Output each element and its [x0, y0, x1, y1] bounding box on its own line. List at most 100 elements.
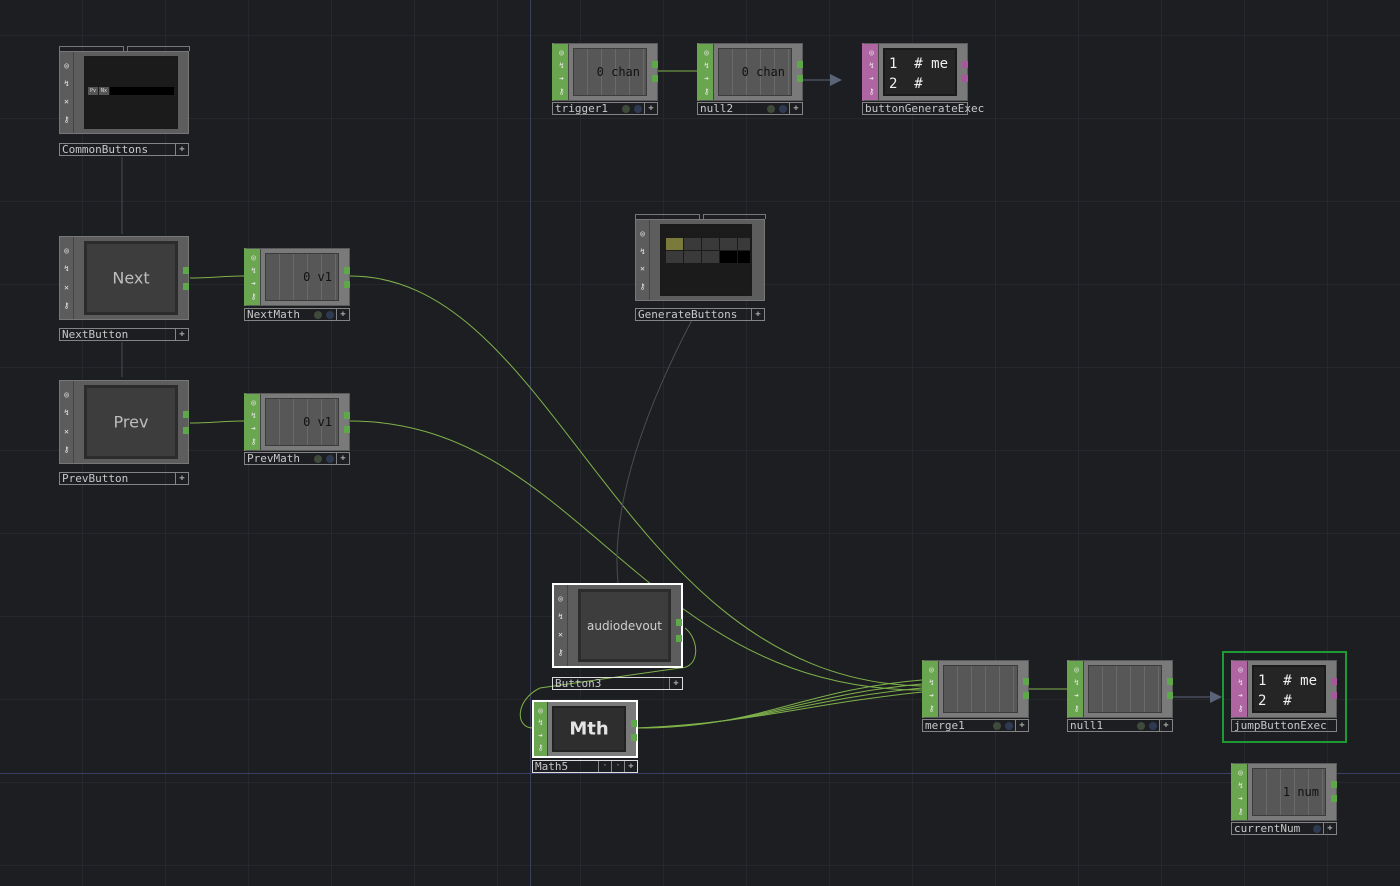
node-name[interactable]: jumpButtonExec [1234, 719, 1327, 732]
lock-flag-icon[interactable]: ⚷ [1237, 807, 1244, 816]
node-name[interactable]: NextButton [62, 328, 129, 341]
cook-flag-icon[interactable]: ↯ [1238, 781, 1243, 790]
output-connector[interactable] [962, 75, 968, 82]
node-currentnum[interactable]: ◎ ↯ ➔ ⚷ 1 num currentNum ✚ [1231, 763, 1337, 837]
node-math5[interactable]: ◎ ↯ ➔ ⚷ Mth Math5 · · ✚ [532, 700, 638, 774]
node-label[interactable]: buttonGenerateExec [862, 102, 984, 115]
node-name[interactable]: GenerateButtons [638, 308, 738, 321]
node-body[interactable]: ◎ ↯ ➔ ⚷ 0 chan [697, 43, 803, 101]
viewer-flag-icon[interactable]: ◎ [869, 48, 874, 57]
node-body[interactable]: ◎ ↯ ➔ ⚷ Mth [532, 700, 638, 758]
add-icon[interactable]: ✚ [644, 103, 657, 114]
lock-flag-icon[interactable]: ⚷ [63, 115, 70, 124]
add-icon[interactable]: ✚ [1015, 720, 1028, 731]
lock-flag-icon[interactable]: ⚷ [537, 743, 544, 753]
node-name[interactable]: NextMath [247, 308, 300, 321]
bypass-flag-icon[interactable]: ➔ [1074, 691, 1079, 700]
dot-icon[interactable] [326, 310, 334, 319]
lock-flag-icon[interactable]: ⚷ [250, 437, 257, 446]
output-connector[interactable] [344, 426, 350, 433]
dot-icon[interactable] [314, 454, 322, 463]
node-prevbutton[interactable]: ◎ ↯ ✕ ⚷ Prev PrevButton ✚ [59, 380, 189, 486]
bypass-flag-icon[interactable]: ➔ [929, 691, 934, 700]
bypass-flag-icon[interactable]: ➔ [869, 74, 874, 83]
output-connector[interactable] [1023, 678, 1029, 685]
node-body[interactable]: ◎ ↯ ✕ ⚷ audiodevout [552, 583, 683, 668]
lock-flag-icon[interactable]: ⚷ [63, 444, 70, 454]
cook-flag-icon[interactable]: ↯ [1238, 678, 1243, 687]
node-commonbuttons[interactable]: ◎ ↯ ✕ ⚷ Pv Nx CommonButtons ✚ [59, 46, 190, 157]
dot-icon[interactable] [767, 104, 775, 113]
bypass-flag-icon[interactable]: ✕ [64, 282, 69, 292]
viewer-flag-icon[interactable]: ◎ [64, 61, 69, 70]
cook-flag-icon[interactable]: ↯ [1074, 678, 1079, 687]
add-icon[interactable]: ✚ [336, 309, 349, 320]
node-generatebuttons[interactable]: ◎ ↯ ✕ ⚷ Gen [635, 214, 766, 322]
output-connector[interactable] [797, 61, 803, 68]
node-name[interactable]: CommonButtons [62, 143, 149, 156]
node-body[interactable]: ◎ ↯ ➔ ⚷ [922, 660, 1029, 718]
viewer-flag-icon[interactable]: ◎ [64, 390, 69, 400]
dot-icon[interactable] [1137, 721, 1145, 730]
node-label[interactable]: PrevButton ✚ [59, 472, 189, 485]
viewer-flag-icon[interactable]: ◎ [538, 705, 543, 715]
node-body[interactable]: ◎ ↯ ➔ ⚷ 1 # me 2 # [1231, 660, 1337, 718]
dot-icon[interactable]: · [611, 761, 624, 772]
output-connector[interactable] [183, 283, 189, 290]
output-connector[interactable] [676, 619, 682, 626]
node-body[interactable]: ◎ ↯ ➔ ⚷ [1067, 660, 1173, 718]
dot-icon[interactable] [314, 310, 322, 319]
node-label[interactable]: currentNum ✚ [1231, 822, 1337, 835]
viewer-flag-icon[interactable]: ◎ [251, 398, 256, 407]
dot-icon[interactable] [1149, 721, 1157, 730]
node-label[interactable]: trigger1 ✚ [552, 102, 658, 115]
node-name[interactable]: merge1 [925, 719, 965, 732]
node-label[interactable]: null1 ✚ [1067, 719, 1173, 732]
lock-flag-icon[interactable]: ⚷ [928, 704, 935, 713]
node-name[interactable]: currentNum [1234, 822, 1301, 835]
node-null2[interactable]: ◎ ↯ ➔ ⚷ 0 chan null2 ✚ [697, 43, 803, 117]
node-label[interactable]: PrevMath ✚ [244, 452, 350, 465]
node-body[interactable]: ◎ ↯ ➔ ⚷ 0 chan [552, 43, 658, 101]
bypass-flag-icon[interactable]: ➔ [538, 730, 543, 740]
lock-flag-icon[interactable]: ⚷ [639, 282, 646, 292]
node-body[interactable]: ◎ ↯ ➔ ⚷ 1 num [1231, 763, 1337, 821]
output-connector[interactable] [1331, 781, 1337, 788]
cook-flag-icon[interactable]: ↯ [251, 266, 256, 275]
lock-flag-icon[interactable]: ⚷ [703, 87, 710, 96]
dot-icon[interactable]: · [598, 761, 611, 772]
viewer-flag-icon[interactable]: ◎ [64, 246, 69, 256]
cook-flag-icon[interactable]: ↯ [929, 678, 934, 687]
node-body[interactable]: ◎ ↯ ➔ ⚷ 0 v1 [244, 393, 350, 451]
cook-flag-icon[interactable]: ↯ [64, 79, 69, 88]
cook-flag-icon[interactable]: ↯ [64, 408, 69, 418]
lock-flag-icon[interactable]: ⚷ [63, 300, 70, 310]
node-null1[interactable]: ◎ ↯ ➔ ⚷ null1 ✚ [1067, 660, 1173, 734]
cook-flag-icon[interactable]: ↯ [559, 61, 564, 70]
output-connector[interactable] [631, 720, 637, 727]
viewer-flag-icon[interactable]: ◎ [251, 253, 256, 262]
node-name[interactable]: buttonGenerateExec [865, 102, 985, 115]
node-label[interactable]: CommonButtons ✚ [59, 143, 189, 156]
lock-flag-icon[interactable]: ⚷ [868, 87, 875, 96]
cook-flag-icon[interactable]: ↯ [64, 264, 69, 274]
node-button3[interactable]: ◎ ↯ ✕ ⚷ audiodevout Button3 ✚ [552, 583, 683, 691]
bypass-flag-icon[interactable]: ➔ [559, 74, 564, 83]
bypass-flag-icon[interactable]: ✕ [558, 630, 563, 639]
node-trigger1[interactable]: ◎ ↯ ➔ ⚷ 0 chan trigger1 ✚ [552, 43, 658, 117]
node-body[interactable]: ◎ ↯ ➔ ⚷ 1 # me 2 # [862, 43, 968, 101]
output-connector[interactable] [1331, 795, 1337, 802]
cook-flag-icon[interactable]: ↯ [869, 61, 874, 70]
node-label[interactable]: Math5 · · ✚ [532, 760, 638, 773]
lock-flag-icon[interactable]: ⚷ [1237, 704, 1244, 713]
node-merge1[interactable]: ◎ ↯ ➔ ⚷ merge1 ✚ [922, 660, 1029, 734]
node-label[interactable]: merge1 ✚ [922, 719, 1029, 732]
add-icon[interactable]: ✚ [751, 309, 764, 320]
lock-flag-icon[interactable]: ⚷ [1073, 704, 1080, 713]
lock-flag-icon[interactable]: ⚷ [250, 292, 257, 301]
output-connector[interactable] [631, 734, 637, 741]
node-prevmath[interactable]: ◎ ↯ ➔ ⚷ 0 v1 PrevMath ✚ [244, 393, 350, 467]
output-connector[interactable] [183, 267, 189, 274]
add-icon[interactable]: ✚ [624, 761, 637, 772]
